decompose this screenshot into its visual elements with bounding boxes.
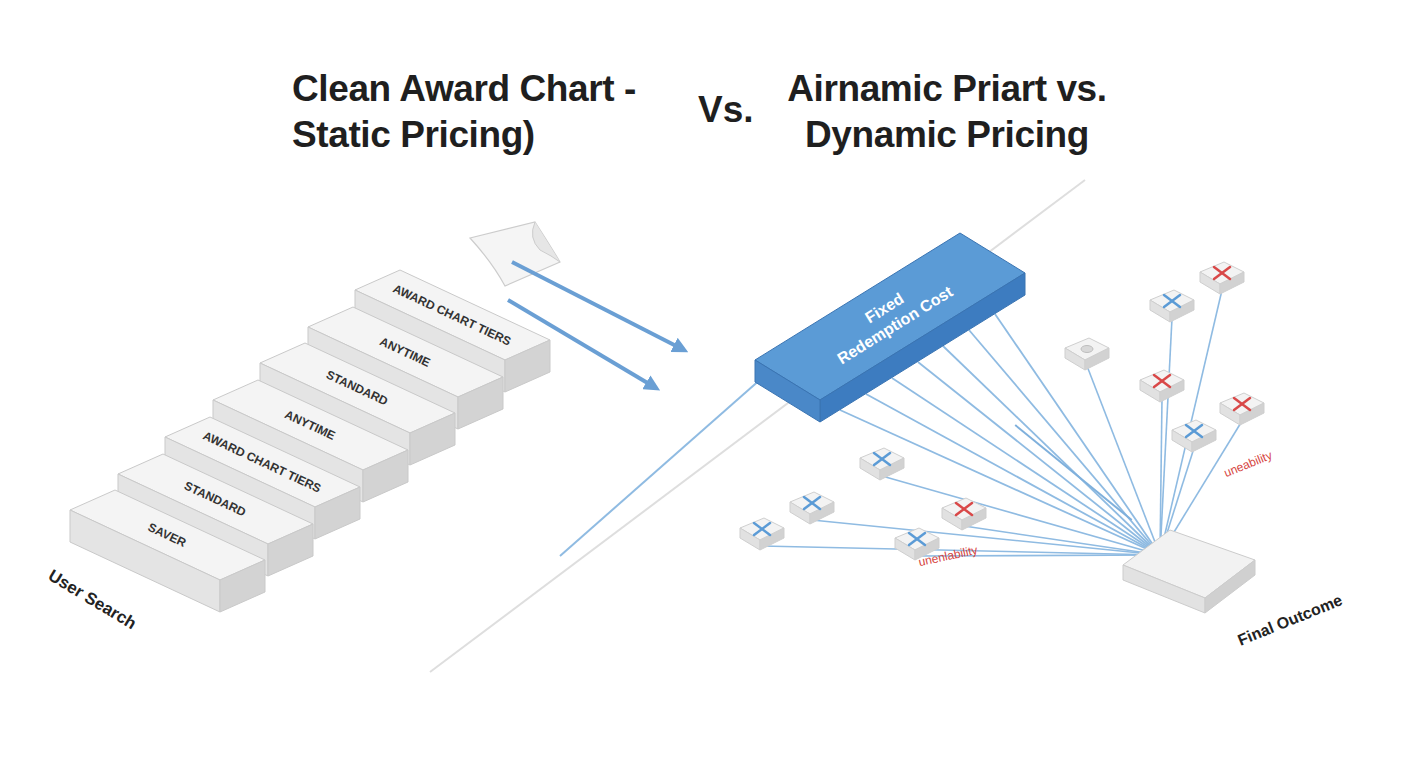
x-mark [1164, 295, 1180, 307]
status-tile [1220, 393, 1264, 425]
guide-line [430, 180, 1085, 672]
block-face [268, 524, 313, 576]
fan-line [866, 394, 1160, 555]
block-face [315, 487, 360, 539]
tile-line [812, 520, 1160, 555]
x-mark [1186, 425, 1202, 437]
heading: Clean Award Chart - Static Pricing) [292, 66, 637, 158]
block-face [1123, 565, 1205, 613]
axis-label: User Search [44, 566, 139, 634]
cost-box: Fixed Redemption Cost [750, 225, 1035, 425]
versus-label: Vs. [698, 88, 754, 132]
tile-line [1160, 290, 1222, 555]
heading: Airnamic Priart vs. Dynamic Pricing [772, 66, 1122, 158]
block-face [458, 377, 503, 429]
outcome-label: Final Outcome [1235, 590, 1345, 649]
status-tile [790, 492, 834, 524]
tile-line [964, 526, 1160, 555]
paper-curl [532, 222, 560, 262]
tile-line [1160, 398, 1162, 555]
status-tile [1150, 290, 1194, 322]
status-tile [1200, 262, 1244, 294]
block-face [363, 450, 408, 502]
status-tile [1140, 370, 1184, 402]
x-mark [754, 523, 770, 535]
paper-icon [470, 222, 560, 286]
x-mark [874, 453, 890, 465]
status-tile [942, 498, 986, 530]
x-mark [1214, 267, 1230, 279]
fan-line [995, 314, 1160, 555]
x-mark [909, 533, 925, 545]
tile-line [1160, 318, 1172, 555]
guide-line [560, 378, 762, 556]
fan-line [892, 378, 1160, 555]
outcome-box: Final Outcome [1120, 520, 1260, 615]
block-face [410, 413, 455, 465]
x-mark [1154, 375, 1170, 387]
status-tile [1065, 338, 1109, 370]
x-mark [956, 503, 972, 515]
status-tile [860, 448, 904, 480]
x-mark [1234, 398, 1250, 410]
block-face [1205, 560, 1255, 613]
block-face [505, 340, 550, 392]
x-mark [804, 497, 820, 509]
tile-line [882, 476, 1160, 555]
status-tile [1172, 420, 1216, 452]
block-face [220, 560, 265, 612]
status-tile [740, 518, 784, 550]
fan-line [969, 330, 1160, 555]
block-shape [1120, 520, 1260, 615]
tile-icon [1081, 346, 1093, 353]
status-note: uneability [1222, 448, 1274, 480]
fan-line [918, 362, 1160, 555]
connector [1015, 425, 1132, 520]
block-face [755, 360, 820, 422]
